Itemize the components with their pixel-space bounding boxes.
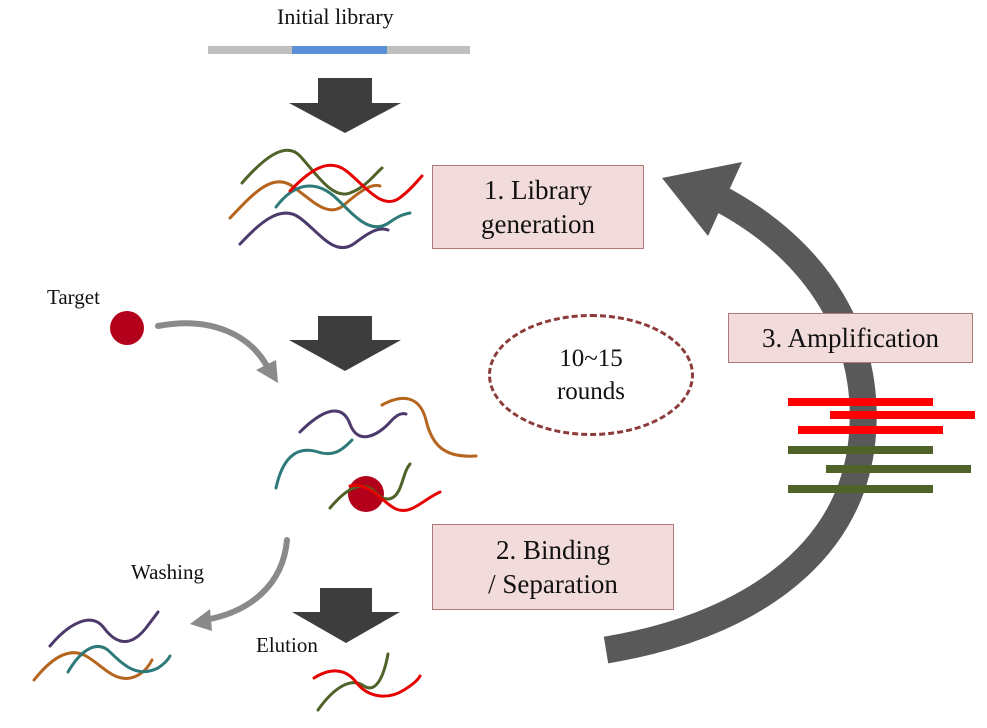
bound-strand-red — [348, 483, 442, 512]
library-strands — [228, 148, 424, 250]
washed-strand-purple — [48, 610, 160, 648]
strand-teal — [274, 184, 412, 229]
binding-separation-box: 2. Binding / Separation — [432, 524, 674, 610]
bound-strand-green — [328, 462, 412, 510]
washed-strand-orange — [32, 651, 154, 682]
initial-library-bar — [208, 46, 470, 54]
amplicon-green-1 — [788, 446, 933, 454]
strand-orange-bind — [380, 396, 478, 458]
strand-purple-bind — [298, 409, 408, 439]
strand-purple — [238, 211, 390, 250]
down-arrow-3 — [292, 588, 400, 643]
target-bead — [110, 311, 144, 345]
amplicon-red-1 — [788, 398, 933, 406]
rounds-count: 10~15 — [559, 345, 623, 372]
eluted-strands — [312, 652, 422, 712]
bound-complex — [328, 462, 442, 512]
elution-label: Elution — [256, 633, 318, 657]
initial-library-label: Initial library — [277, 4, 394, 29]
washing-arrow — [190, 537, 290, 631]
washed-strand-teal — [66, 645, 172, 674]
binding-strands — [274, 396, 478, 490]
amplification-box: 3. Amplification — [728, 313, 973, 363]
library-generation-line1: 1. Library — [484, 175, 592, 205]
amplicon-red-3 — [798, 426, 943, 434]
amplicon-green-3 — [788, 485, 933, 493]
library-generation-line2: generation — [481, 209, 595, 239]
strand-red — [288, 163, 424, 203]
library-bar-random-region — [292, 46, 387, 54]
amplicon-red-2 — [830, 411, 975, 419]
rounds-label: rounds — [556, 378, 626, 405]
down-arrow-1 — [289, 78, 401, 133]
strand-teal-bind — [274, 438, 354, 490]
strand-green — [240, 148, 384, 196]
amplicon-green-2 — [826, 465, 971, 473]
amplicon-bars — [788, 398, 975, 493]
amplification-cycle-arrow — [603, 162, 877, 664]
binding-separation-line2: / Separation — [488, 569, 618, 599]
strand-orange — [228, 180, 382, 220]
library-generation-box: 1. Library generation — [432, 165, 644, 249]
washed-strands — [32, 610, 172, 682]
amplification-label: 3. Amplification — [762, 323, 939, 353]
down-arrow-2 — [289, 316, 401, 371]
rounds-oval: 10~15 rounds — [488, 314, 694, 436]
target-label: Target — [47, 285, 100, 309]
eluted-strand-green — [316, 652, 390, 712]
washing-label: Washing — [131, 560, 204, 584]
binding-separation-line1: 2. Binding — [495, 535, 610, 565]
eluted-strand-red — [312, 669, 422, 698]
cycle-arrowhead — [662, 162, 742, 236]
target-arrow — [155, 320, 278, 383]
